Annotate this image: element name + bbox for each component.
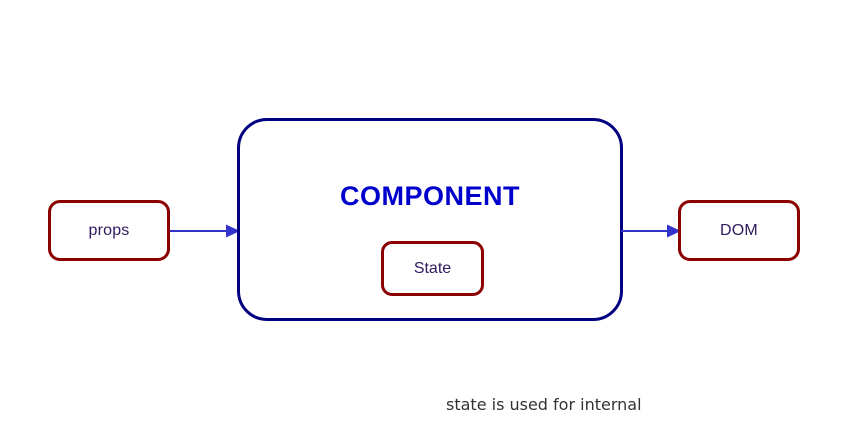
arrow-component-to-dom [621,221,681,241]
node-component[interactable]: COMPONENT State [237,118,623,321]
node-state-label: State [413,259,452,277]
caption-line-1: state is used for internal [446,395,642,414]
component-title: COMPONENT [340,181,520,211]
diagram-caption: state is used for internal communication… [446,352,735,440]
node-props-label: props [88,221,130,239]
node-state[interactable]: State [381,241,484,296]
node-dom-label: DOM [720,221,758,239]
arrow-right-icon [170,224,240,238]
arrow-right-icon [621,224,681,238]
node-dom[interactable]: DOM [678,200,800,261]
node-props[interactable]: props [48,200,170,261]
arrow-props-to-component [170,221,240,241]
